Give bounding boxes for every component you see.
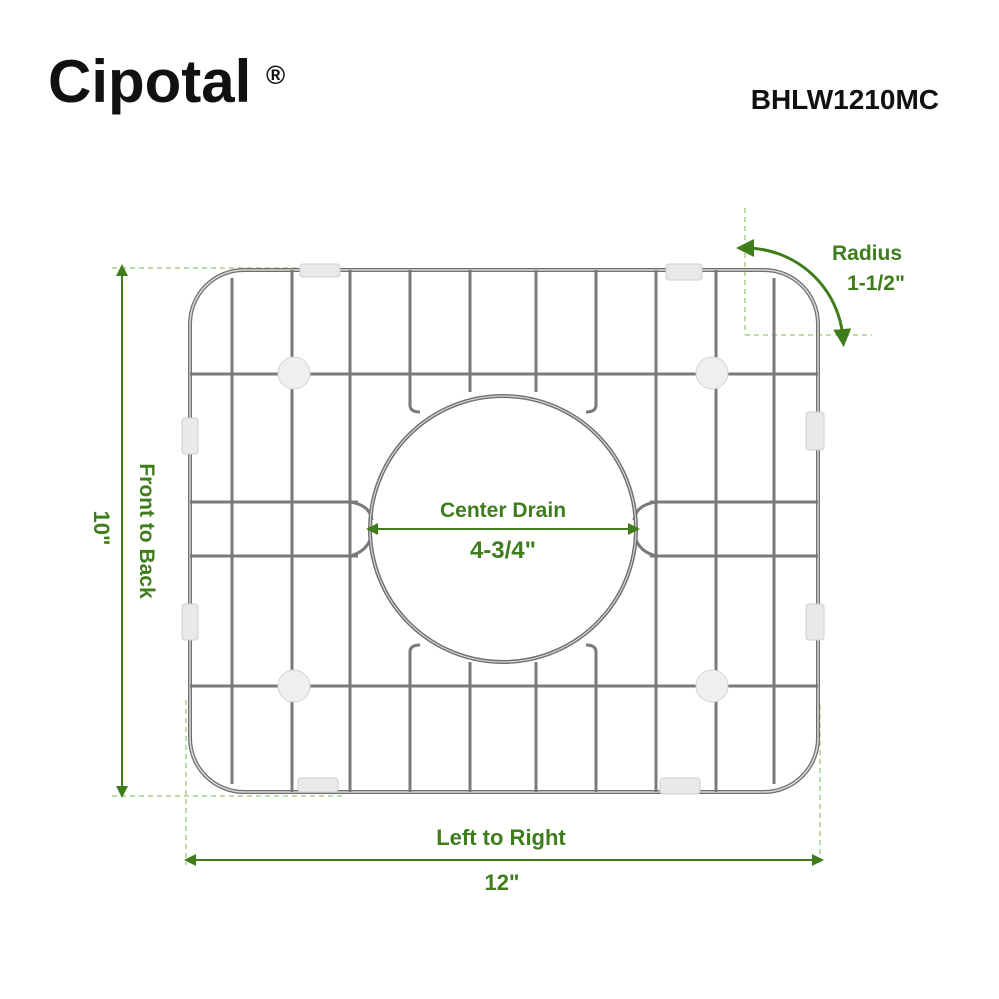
front-to-back-label: Front to Back (135, 463, 158, 599)
foot (695, 356, 729, 390)
bumper (665, 263, 703, 281)
front-to-back-value: 10" (89, 511, 114, 546)
bumper (805, 411, 825, 451)
bumper (181, 603, 199, 641)
bumper (299, 263, 341, 278)
foot (277, 356, 311, 390)
bumper (805, 603, 825, 641)
rack-feet (277, 356, 729, 703)
rack-frame-highlight (189, 269, 819, 793)
radius-label: Radius (832, 242, 902, 265)
foot (277, 669, 311, 703)
model-number: BHLW1210MC (750, 84, 939, 115)
brand-logo: Cipotal (48, 48, 252, 115)
center-drain-value: 4-3/4" (470, 537, 536, 564)
bumper (181, 417, 199, 455)
left-to-right-value: 12" (485, 870, 520, 895)
rack-frame (188, 268, 820, 794)
rubber-bumpers (181, 263, 825, 795)
bumper (297, 777, 339, 793)
foot (695, 669, 729, 703)
bumper (659, 777, 701, 795)
radius-arc (736, 238, 852, 347)
radius-value: 1-1/2" (847, 272, 905, 295)
dimension-lines (116, 238, 852, 866)
left-to-right-label: Left to Right (436, 825, 566, 850)
registered-mark: ® (266, 60, 286, 90)
center-drain-label: Center Drain (440, 499, 566, 522)
vertical-wires (230, 270, 776, 792)
